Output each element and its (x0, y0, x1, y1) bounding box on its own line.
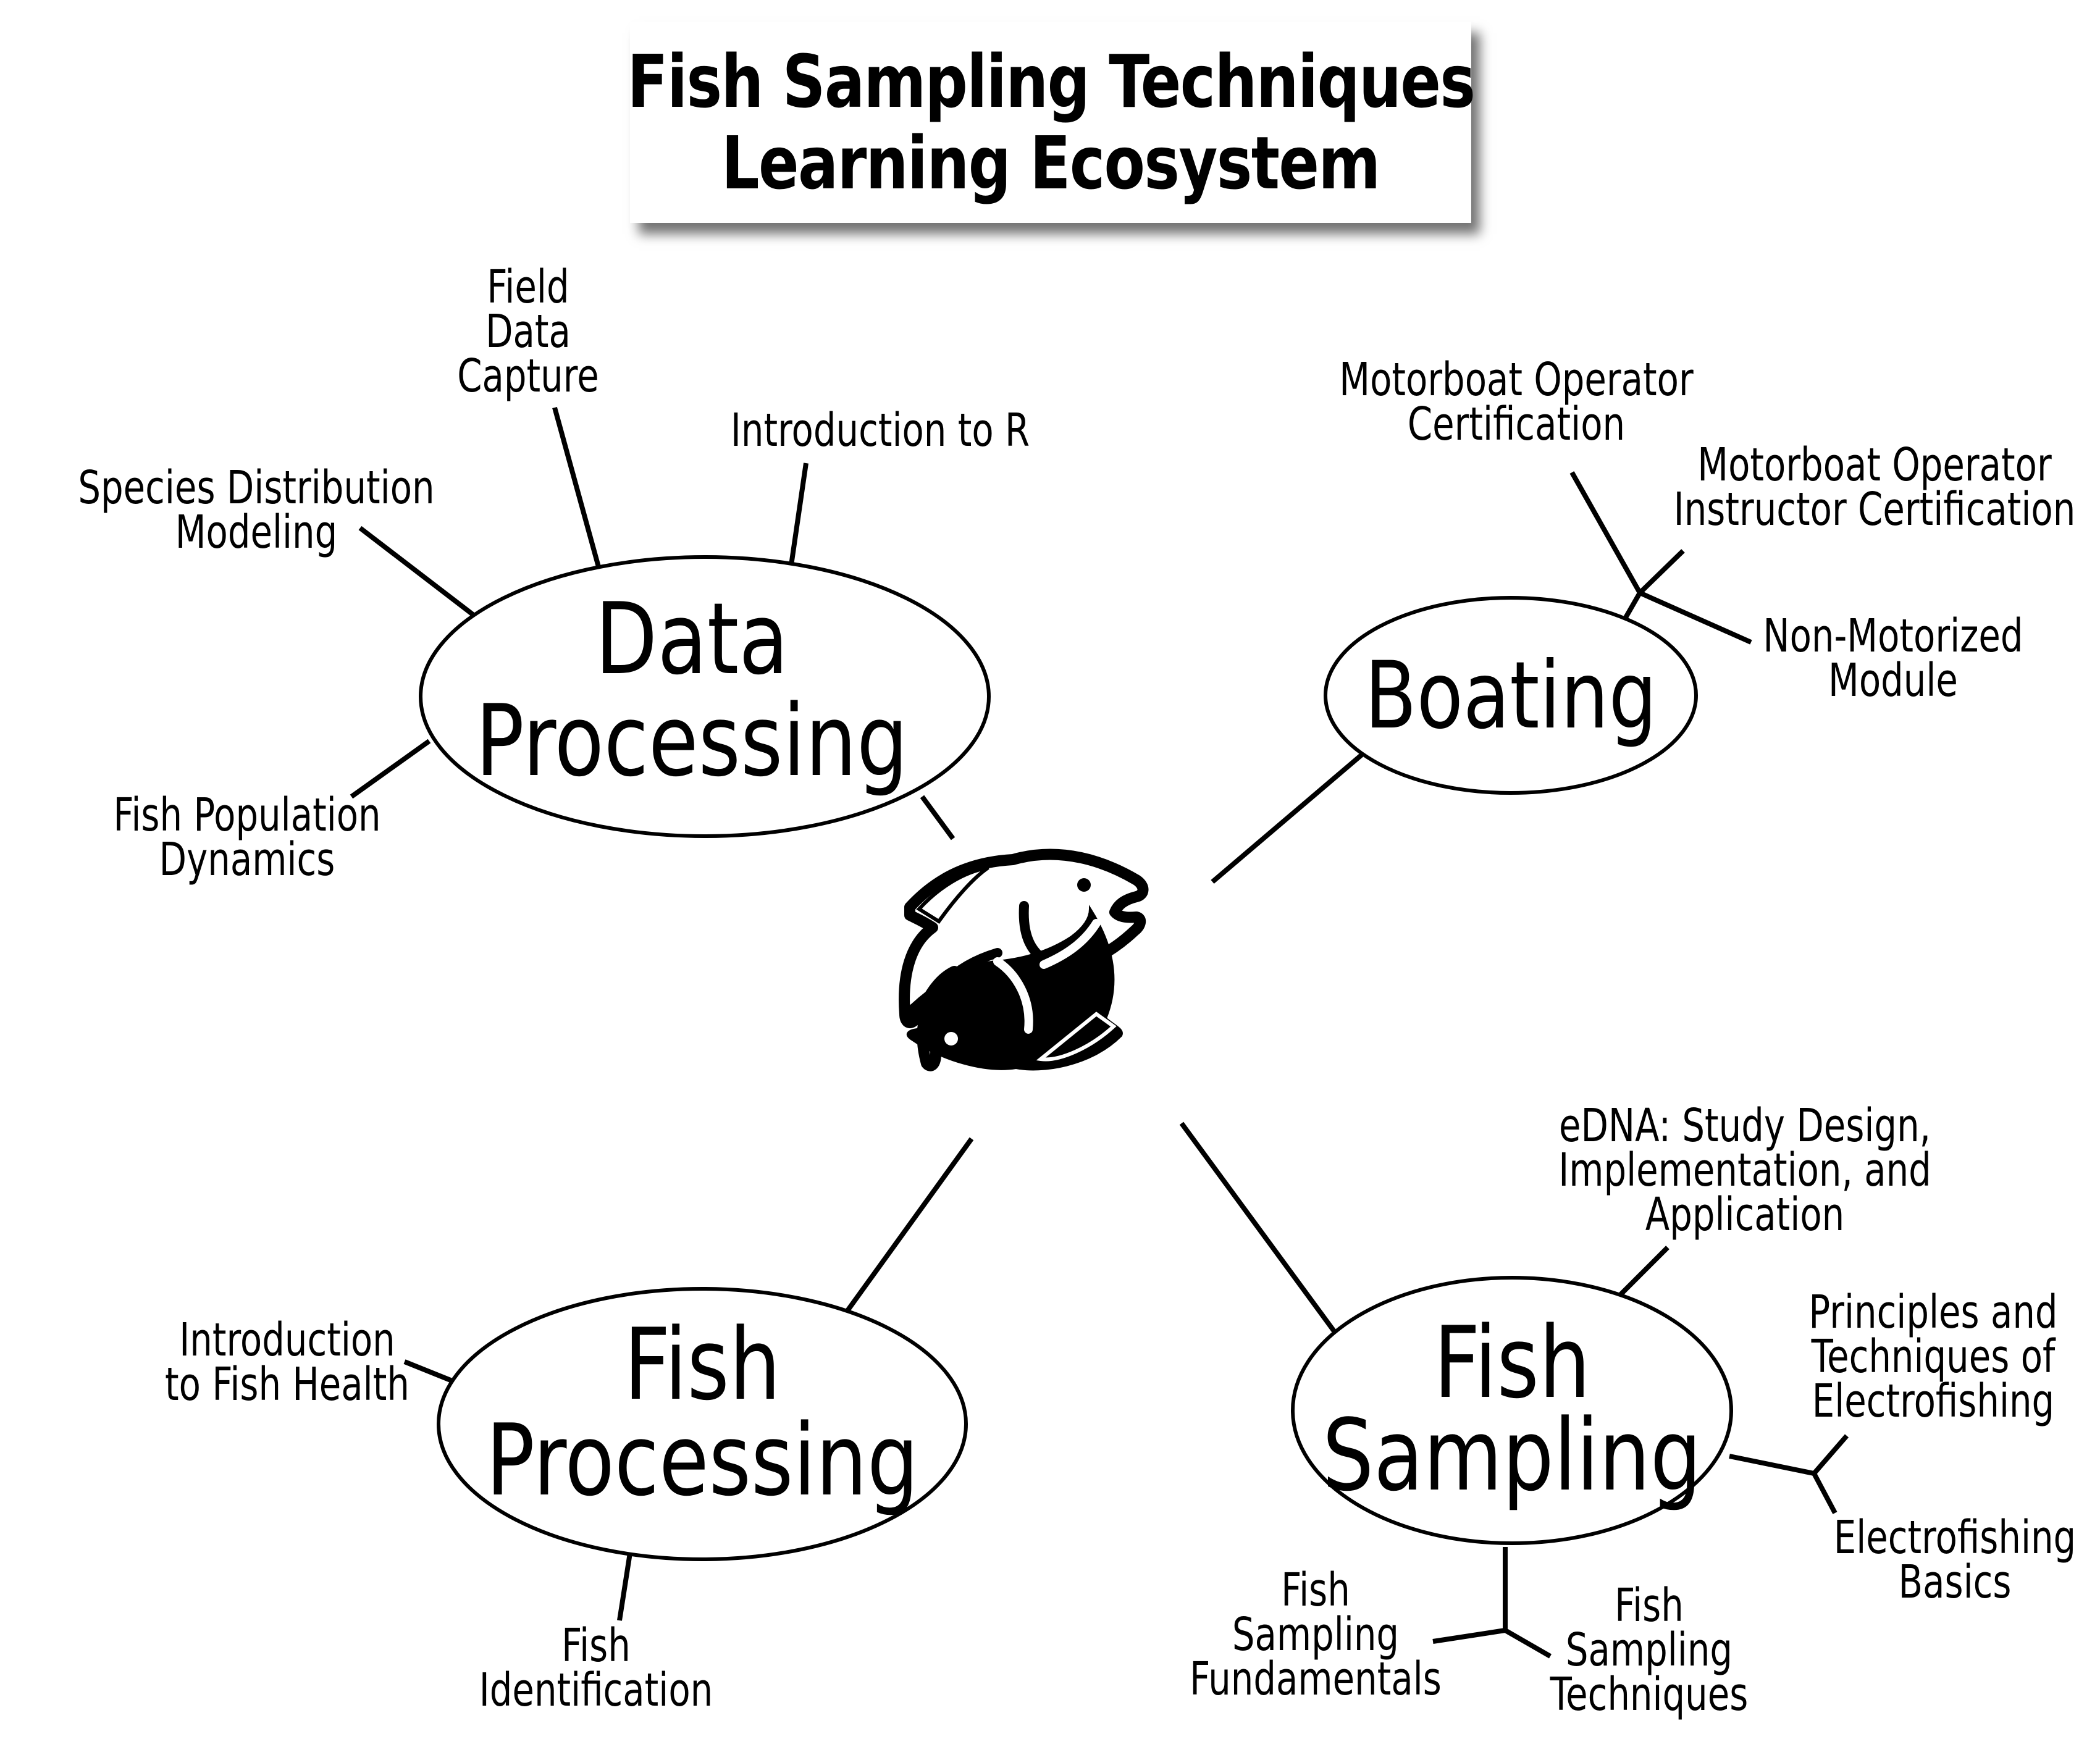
title-box: Fish Sampling Techniques Learning Ecosys… (627, 22, 1476, 223)
hub-boating-label: Boating (1364, 642, 1657, 750)
hub-fish-processing-label-1: Fish (624, 1307, 781, 1422)
leaf-text: Dynamics (159, 832, 335, 886)
hub-boating-ellipse (1324, 596, 1698, 795)
link-center-fish-processing (842, 1137, 974, 1316)
leaf-text: to Fish Health (165, 1357, 410, 1411)
leaf-text: Electrofishing (1812, 1374, 2054, 1428)
hub-boating[interactable]: Boating (1324, 596, 1698, 795)
leaf-text: Field (487, 260, 569, 314)
hub-fish-processing-label-2: Processing (486, 1402, 919, 1518)
link-sampling-fundamentals (1432, 1628, 1506, 1644)
leaf-text: Fish (561, 1619, 631, 1672)
boating-links (1569, 471, 1752, 645)
leaf-text: Instructor Certification (1674, 482, 2076, 536)
leaf-text: Fundamentals (1190, 1652, 1442, 1706)
hub-fish-sampling-ellipse (1291, 1276, 1733, 1545)
leaf-text: Application (1645, 1188, 1845, 1241)
link-introduction-to-r (788, 463, 808, 570)
link-non-motorized (1639, 590, 1752, 645)
leaf-text: eDNA: Study Design, (1559, 1099, 1931, 1152)
hub-data-processing-label-2: Processing (476, 683, 909, 798)
leaf-text: Non-Motorized (1763, 609, 2023, 663)
link-boating-trunk (1623, 592, 1642, 619)
link-fish-identification (617, 1553, 632, 1621)
leaf-text: Techniques of (1811, 1330, 2056, 1383)
leaf-text: Modeling (175, 505, 338, 559)
leaf-text: Capture (457, 349, 599, 403)
link-intro-fish-health (403, 1359, 456, 1385)
hub-data-processing[interactable]: Data Processing (419, 555, 991, 838)
hub-fish-processing-ellipse (437, 1287, 968, 1561)
leaf-introduction-to-r[interactable]: Introduction to R (731, 403, 1030, 457)
link-principles-electrofishing (1812, 1434, 1849, 1475)
link-motorboat-instructor (1638, 549, 1685, 595)
leaf-text: Certification (1408, 397, 1625, 451)
leaf-text: Sampling (1232, 1607, 1399, 1661)
link-species-distribution (358, 526, 479, 620)
leaf-fish-sampling-fundamentals[interactable]: Fish Sampling Fundamentals (1190, 1563, 1442, 1706)
link-center-fish-sampling (1179, 1121, 1344, 1343)
center-links (842, 752, 1364, 1343)
link-center-data-processing (920, 795, 956, 840)
leaf-electrofishing-basics[interactable]: Electrofishing Basics (1834, 1511, 2076, 1609)
leaf-text: Identification (479, 1663, 713, 1717)
leaf-motorboat-operator-certification[interactable]: Motorboat Operator Certification (1339, 353, 1694, 451)
leaf-text: Data (485, 304, 571, 358)
leaf-text: Sampling (1566, 1623, 1732, 1677)
link-electro-trunk (1729, 1454, 1815, 1476)
leaf-principles-and-techniques-of-electrofishing[interactable]: Principles and Techniques of Electrofish… (1808, 1285, 2057, 1428)
two-fish-yin-yang-icon (899, 849, 1149, 1071)
link-sampling-techniques (1504, 1628, 1552, 1659)
leaf-text: Motorboat Operator (1697, 438, 2052, 492)
leaf-text: Motorboat Operator (1339, 353, 1694, 406)
link-center-boating (1211, 752, 1364, 884)
fish-processing-links (403, 1359, 632, 1621)
leaf-fish-identification[interactable]: Fish Identification (479, 1619, 713, 1717)
link-field-data-capture (552, 406, 602, 572)
hub-fish-processing[interactable]: Fish Processing (437, 1287, 968, 1561)
leaf-field-data-capture[interactable]: Field Data Capture (457, 260, 599, 403)
hub-data-processing-ellipse (419, 555, 991, 838)
leaf-text: Introduction (179, 1313, 395, 1367)
hub-fish-sampling[interactable]: Fish Sampling (1291, 1276, 1733, 1545)
data-processing-links (350, 406, 808, 799)
title-line-2: Learning Ecosystem (721, 120, 1380, 206)
leaf-text: Principles and (1808, 1285, 2057, 1339)
link-electrofishing-basics (1812, 1472, 1838, 1514)
leaf-introduction-to-fish-health[interactable]: Introduction to Fish Health (165, 1313, 410, 1411)
leaf-text: Fish (1281, 1563, 1350, 1617)
leaf-labels: Field Data Capture Introduction to R Spe… (78, 260, 2076, 1721)
leaf-species-distribution-modeling[interactable]: Species Distribution Modeling (78, 461, 434, 559)
leaf-non-motorized-module[interactable]: Non-Motorized Module (1763, 609, 2023, 707)
hub-fish-sampling-label-1: Fish (1434, 1305, 1590, 1420)
leaf-text: Electrofishing (1834, 1511, 2076, 1564)
leaf-fish-sampling-techniques[interactable]: Fish Sampling Techniques (1550, 1578, 1749, 1721)
leaf-text: Fish (1615, 1578, 1684, 1632)
leaf-fish-population-dynamics[interactable]: Fish Population Dynamics (113, 788, 380, 886)
leaf-text: Fish Population (113, 788, 380, 842)
leaf-edna[interactable]: eDNA: Study Design, Implementation, and … (1558, 1099, 1931, 1241)
leaf-text: Species Distribution (78, 461, 434, 514)
title-line-1: Fish Sampling Techniques (627, 39, 1475, 124)
leaf-motorboat-operator-instructor-certification[interactable]: Motorboat Operator Instructor Certificat… (1674, 438, 2076, 536)
leaf-text: Basics (1899, 1555, 2012, 1609)
link-motorboat-operator (1569, 471, 1642, 594)
leaf-text: Module (1828, 653, 1958, 707)
link-fish-population (350, 739, 431, 799)
hub-data-processing-label-1: Data (595, 581, 788, 697)
hub-fish-sampling-label-2: Sampling (1322, 1398, 1702, 1513)
leaf-text: Implementation, and (1558, 1143, 1931, 1197)
leaf-text: Techniques (1550, 1667, 1749, 1721)
leaf-text: Introduction to R (731, 403, 1030, 457)
